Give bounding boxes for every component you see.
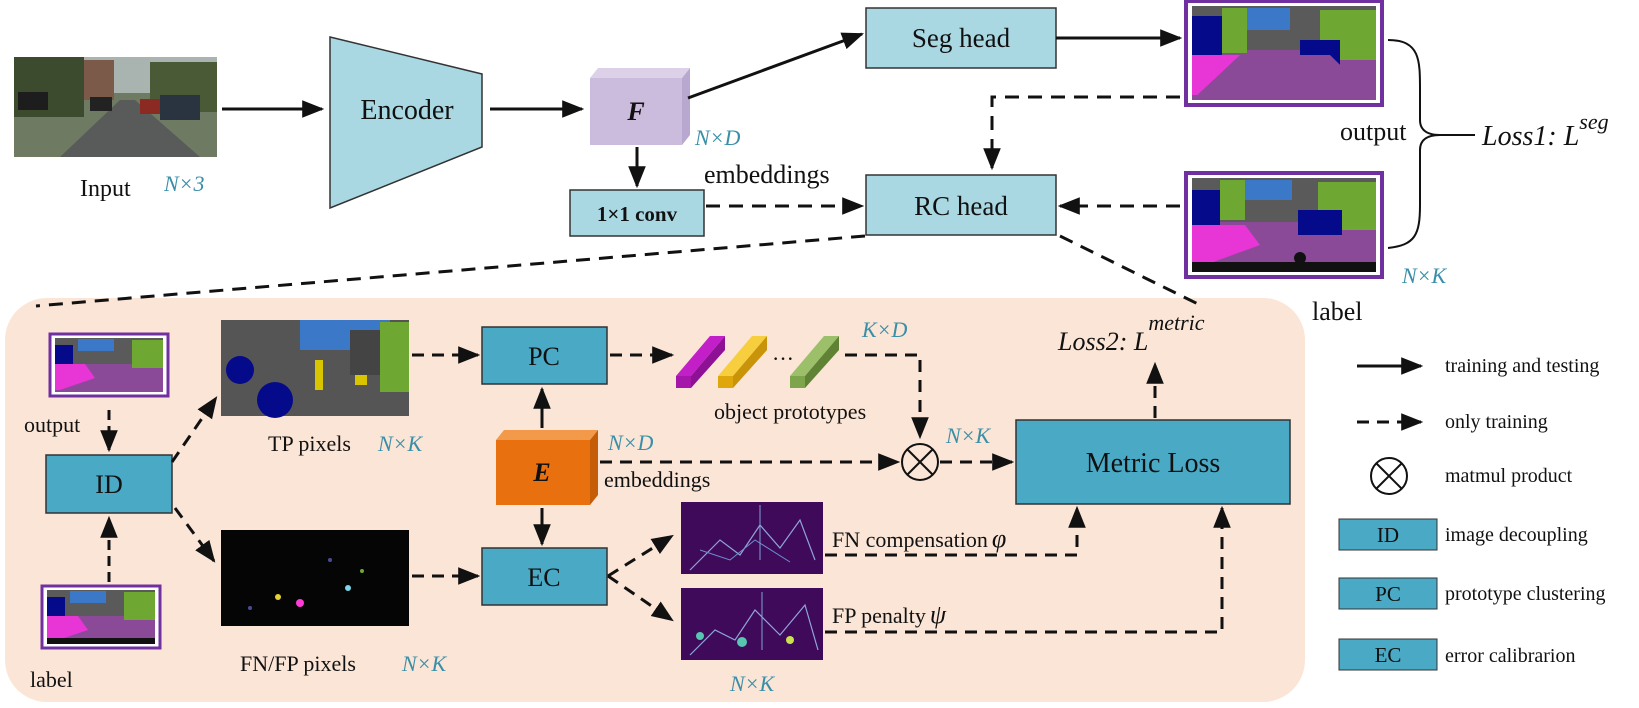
legend-text-id: image decoupling [1445, 524, 1588, 546]
encoder-block [329, 36, 483, 210]
metric-loss-box [1015, 419, 1291, 505]
legend-ec-label: EC [1375, 643, 1402, 667]
fnfp-label: FN/FP pixels [240, 651, 356, 676]
output-seg-map [1184, 0, 1384, 107]
embedding-cube [496, 430, 598, 505]
input-street-image [14, 57, 217, 157]
fp-penalty-map [681, 588, 823, 660]
input-label: Input [80, 176, 131, 202]
loss2-text: Loss2: Lmetric [1057, 310, 1205, 356]
conv-label: 1×1 conv [597, 202, 678, 226]
pc-label: PC [528, 342, 560, 371]
fn-compensation-map [681, 502, 823, 574]
input-dim: N×3 [163, 171, 205, 196]
pc-box [481, 326, 608, 385]
panel-label-image [40, 584, 162, 650]
e-dim: N×D [607, 430, 654, 455]
proto-label: object prototypes [714, 399, 866, 424]
id-label: ID [95, 470, 122, 499]
fnfp-dim: N×K [401, 651, 448, 676]
fp-pen-symbol: ψ [930, 600, 947, 629]
arrow-prototypes-matmul [845, 353, 929, 440]
label-label: label [1312, 297, 1363, 326]
zoom-line-left [35, 234, 866, 308]
legend-pc-label: PC [1375, 582, 1401, 606]
ec-label: EC [527, 563, 560, 592]
embeddings-label-top: embeddings [704, 160, 830, 189]
arrow-id-fnfp [173, 507, 216, 563]
conv-box [569, 189, 705, 237]
arrow-id-tp [170, 396, 218, 463]
id-box [45, 454, 173, 514]
matmul-operator [901, 443, 939, 481]
legend-text-dashed: only training [1445, 411, 1548, 433]
ec-box [481, 547, 608, 606]
prototype-dots: ··· [772, 346, 794, 371]
prototype-bar-1 [676, 336, 725, 388]
rc-head-label: RC head [914, 191, 1008, 221]
fnfp-pixels-image [221, 530, 409, 626]
feature-label: F [626, 97, 644, 126]
seg-head-label: Seg head [912, 23, 1011, 53]
encoder-label: Encoder [360, 95, 454, 126]
panel-output-image [48, 332, 170, 398]
arrow-fn-metric [825, 505, 1086, 557]
feature-dim: N×D [694, 125, 741, 150]
tp-label: TP pixels [268, 431, 351, 456]
e-label: E [532, 458, 550, 487]
legend-text-solid: training and testing [1445, 355, 1599, 377]
matmul-dim: N×K [945, 423, 992, 448]
panel-embeddings-label: embeddings [604, 467, 710, 492]
legend-ec-box [1338, 638, 1438, 671]
maps-dim: N×K [729, 671, 776, 696]
label-seg-map [1184, 171, 1384, 279]
feature-cube [590, 68, 690, 145]
legend-pc-box [1338, 577, 1438, 610]
legend-text-ec: error calibrarion [1445, 645, 1575, 667]
loss1-brace [1387, 39, 1441, 249]
legend: training and testing only training matmu… [1338, 355, 1606, 671]
legend-matmul-icon [1370, 457, 1408, 495]
loss1-text: Loss1: Lseg [1481, 109, 1609, 152]
panel-label-label: label [30, 667, 73, 692]
rc-head-box [865, 174, 1057, 236]
zoom-line-right [1059, 234, 1201, 307]
prototype-bar-3 [790, 336, 839, 388]
proto-dim: K×D [861, 317, 908, 342]
loss1-sup: seg [1579, 109, 1608, 134]
legend-id-label: ID [1377, 523, 1399, 547]
legend-id-box [1338, 518, 1438, 551]
arrow-ec-fpmap [607, 574, 674, 622]
fn-comp-symbol: φ [992, 524, 1006, 553]
arrow-ec-fnmap [607, 534, 674, 578]
metric-loss-label: Metric Loss [1086, 448, 1221, 479]
arrow-feature-seghead [687, 32, 865, 100]
loss2-sup: metric [1148, 310, 1204, 335]
prototype-bar-2 [718, 336, 767, 388]
tp-pixels-image [221, 320, 409, 418]
arrow-output-rchead [983, 95, 1180, 171]
panel-output-label: output [24, 412, 80, 437]
tp-dim: N×K [377, 431, 424, 456]
legend-text-matmul: matmul product [1445, 465, 1573, 487]
label-dim: N×K [1401, 263, 1448, 288]
legend-text-pc: prototype clustering [1445, 583, 1606, 605]
output-label: output [1340, 117, 1407, 146]
